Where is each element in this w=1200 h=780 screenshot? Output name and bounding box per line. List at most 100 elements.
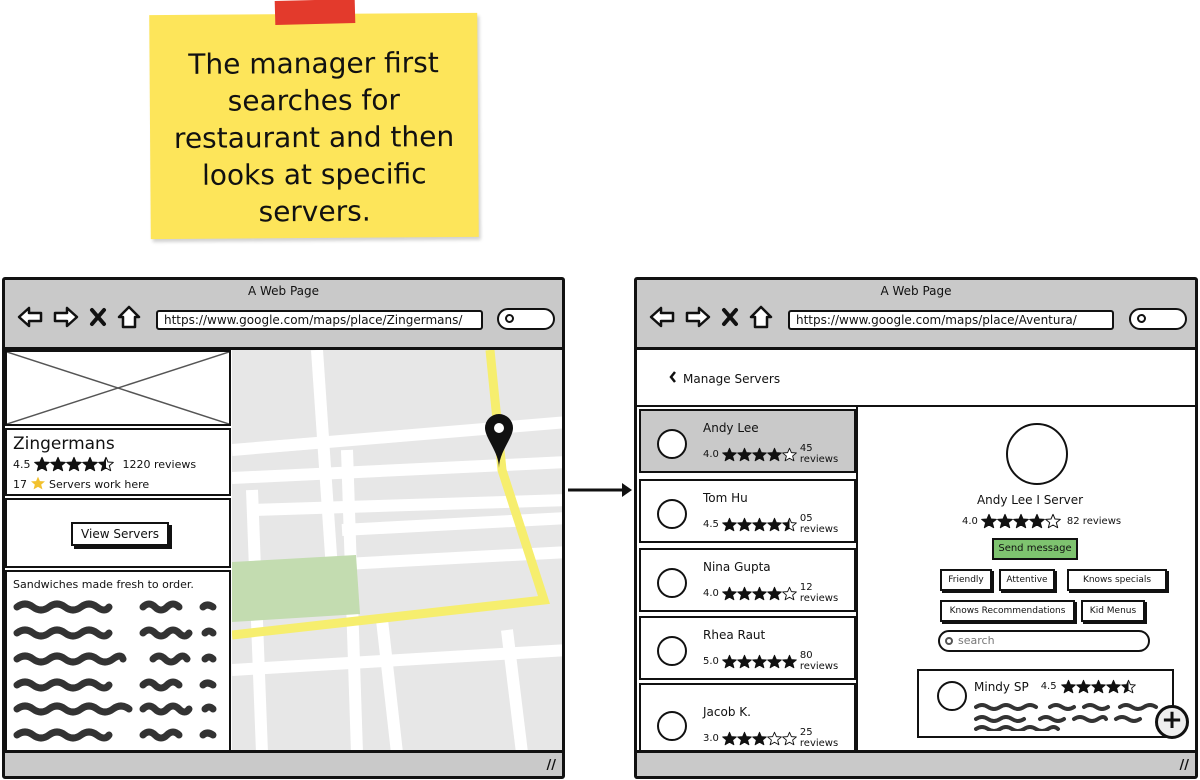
add-icon[interactable]: + [1155,705,1189,739]
back-arrow-icon[interactable] [17,306,43,328]
server-row[interactable]: Nina Gupta 4.0 12 reviews [639,548,856,612]
star-icon [30,476,46,493]
star-icon [782,517,797,531]
search-placeholder: search [958,634,995,647]
star-icon [752,517,767,531]
browser-window-right: A Web Page https://www.google.com/maps/p… [634,277,1198,779]
browser-search-box[interactable] [1129,308,1187,330]
star-icon [1075,679,1091,694]
title-bar: A Web Page https://www.google.com/maps/p… [637,280,1195,350]
star-icon [1060,679,1076,694]
rating-stars [722,586,797,601]
server-reviews: 45 reviews [799,443,839,465]
home-icon[interactable] [117,305,141,329]
tag-button[interactable]: Knows specials [1067,569,1167,591]
server-rating: 3.0 [703,732,719,744]
star-icon [782,586,797,600]
server-name: Andy Lee [703,421,759,435]
star-icon [1013,513,1029,529]
star-icon [722,654,737,668]
manage-servers-back-link[interactable]: Manage Servers [669,371,780,386]
status-bar: // [5,750,562,776]
tape [274,0,356,26]
star-icon [767,447,782,461]
server-avatar-large [1006,423,1068,485]
url-bar[interactable]: https://www.google.com/maps/place/Zinger… [156,310,483,330]
rating-stars [981,513,1061,529]
chevron-left-icon [669,371,677,386]
star-icon [737,654,752,668]
close-icon[interactable] [721,307,739,327]
star-icon [752,731,767,745]
rating-stars [33,456,114,472]
review-search-input[interactable]: search [938,630,1150,652]
detail-rating-row: 4.0 82 reviews [962,513,1121,529]
tag-button[interactable]: Knows Recommendations [940,600,1075,622]
star-icon [1029,513,1045,529]
star-icon [722,731,737,745]
send-message-button[interactable]: Send message [992,538,1078,560]
avatar [657,568,687,598]
server-rating-row: 3.0 25 reviews [703,727,854,749]
status-bar: // [637,750,1195,776]
forward-arrow-icon[interactable] [53,306,79,328]
star-icon [782,654,797,668]
place-info: Zingermans 4.5 1220 reviews 17 Servers w… [5,428,231,496]
server-reviews: 25 reviews [799,727,839,749]
tag-button[interactable]: Kid Menus [1081,600,1145,622]
nav-controls [649,302,773,332]
server-detail: Andy Lee I Server 4.0 82 reviews Send me… [858,407,1195,750]
star-icon [997,513,1013,529]
resize-grip-icon[interactable]: // [546,758,557,773]
star-icon [65,456,82,472]
server-name: Rhea Raut [703,628,766,642]
star-icon [1105,679,1121,694]
server-name: Tom Hu [703,491,748,505]
manage-servers-label: Manage Servers [683,371,781,386]
search-icon [1137,314,1146,323]
tag-button[interactable]: Attentive [999,569,1055,591]
star-icon [782,447,797,461]
forward-arrow-icon[interactable] [685,306,711,328]
servers-label: Servers work here [49,478,150,491]
map-view[interactable] [232,350,562,750]
browser-search-box[interactable] [497,308,555,330]
nav-controls [17,302,141,332]
url-bar[interactable]: https://www.google.com/maps/place/Aventu… [788,310,1114,330]
review-card: Mindy SP 4.5 [917,669,1174,738]
star-icon [97,456,114,472]
window-title: A Web Page [247,284,320,298]
back-arrow-icon[interactable] [649,306,675,328]
star-icon [737,586,752,600]
scribbled-text [13,600,217,742]
server-name: Nina Gupta [703,560,771,574]
sticky-note: The manager first searches for restauran… [149,12,479,240]
home-icon[interactable] [749,305,773,329]
view-servers-button[interactable]: View Servers [71,522,169,546]
server-rating: 4.0 [703,448,719,460]
star-icon [737,447,752,461]
rating-stars [722,447,797,462]
close-icon[interactable] [89,307,107,327]
resize-grip-icon[interactable]: // [1179,758,1190,773]
review-header: Mindy SP 4.5 [974,679,1136,694]
map-graphic[interactable] [232,350,562,750]
server-rating: 4.0 [703,587,719,599]
star-icon [722,447,737,461]
place-name: Zingermans [13,434,115,454]
image-placeholder [5,350,231,426]
star-icon [752,654,767,668]
tag-button[interactable]: Friendly [940,569,992,591]
server-row[interactable]: Andy Lee 4.0 45 reviews [639,409,856,473]
location-pin-icon[interactable] [485,414,513,468]
star-icon [782,731,797,745]
server-reviews: 12 reviews [799,582,839,604]
rating-stars [722,517,797,532]
star-icon [1045,513,1061,529]
rating-stars [722,731,797,746]
